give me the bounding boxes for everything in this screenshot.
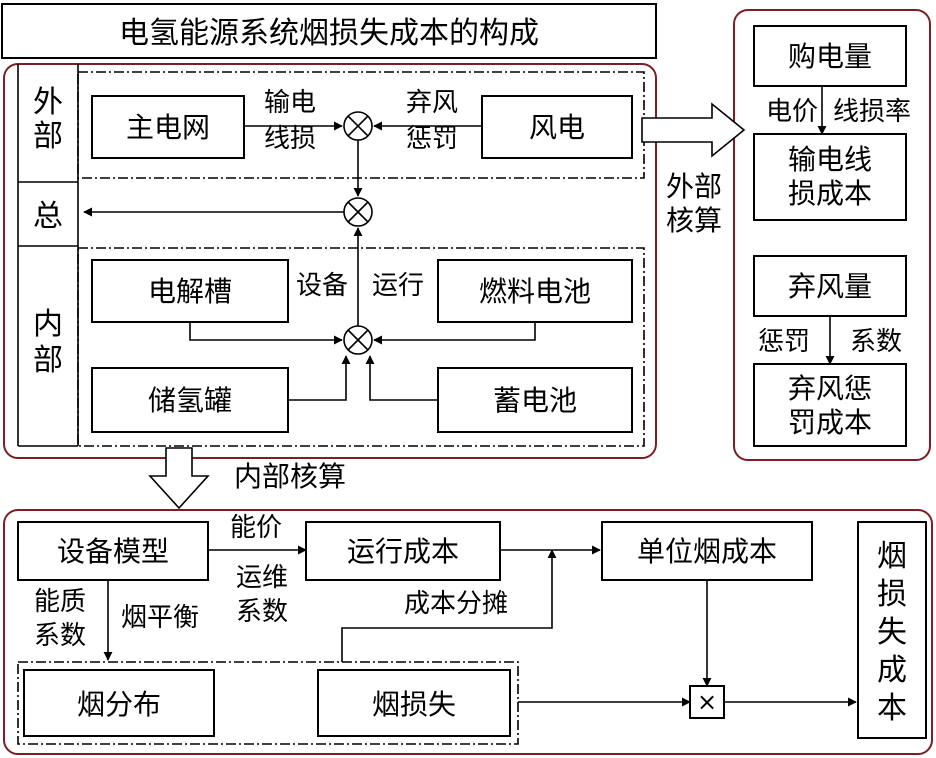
operating-cost-label: 运行成本 <box>347 535 459 568</box>
arrow-loss-to-allocation <box>341 549 557 662</box>
label-external: 外部 <box>33 85 63 154</box>
exergy-loss-cost-label: 烟损失成本 <box>877 539 907 726</box>
exergy-cost-group-frame <box>3 509 933 755</box>
unit-exergy-cost-label: 单位烟成本 <box>637 535 777 568</box>
purchase-node <box>753 25 907 87</box>
fuel-cell-label: 燃料电池 <box>479 275 591 308</box>
system-group-frame <box>3 63 657 459</box>
edge-operation: 运行 <box>372 271 424 301</box>
edge-loss-rate: 线损率 <box>833 97 911 127</box>
multiply-symbol: × <box>697 688 717 716</box>
exergy-distribution-label: 烟分布 <box>77 688 161 721</box>
exergy-loss-cost-node <box>857 521 927 739</box>
main-grid-node <box>91 95 245 159</box>
external-accounting-panel <box>733 9 931 461</box>
unit-exergy-cost-node <box>601 521 813 581</box>
electrolyzer-label: 电解槽 <box>148 275 232 308</box>
h2-tank-label: 储氢罐 <box>148 384 232 417</box>
edge-equipment: 设备 <box>296 271 348 301</box>
curtail-cost-node <box>753 363 907 447</box>
internal-dashed-frame <box>77 247 645 447</box>
exergy-loss-label: 烟损失 <box>372 688 456 721</box>
external-accounting-arrow <box>641 102 746 158</box>
electrolyzer-node <box>91 259 289 323</box>
wind-node <box>481 95 633 159</box>
edge-penalty: 惩罚 <box>758 327 810 357</box>
multiply-node-bottom <box>689 685 725 719</box>
device-model-label: 设备模型 <box>57 535 169 568</box>
arrow-tank-to-mult <box>288 355 351 401</box>
edge-price: 电价 <box>766 97 818 127</box>
curtail-qty-node <box>753 255 907 317</box>
h2-tank-node <box>91 367 289 433</box>
edge-quality-coef: 能质系数 <box>34 587 86 651</box>
exergy-distribution-node <box>23 669 215 737</box>
edge-curtailment-penalty: 弃风惩罚 <box>406 88 458 154</box>
external-accounting-label: 外部核算 <box>666 170 722 237</box>
arrow-fuelcell-to-mult <box>373 322 536 345</box>
main-grid-label: 主电网 <box>126 111 210 144</box>
multiply-node-external <box>343 111 373 141</box>
curtail-qty-label: 弃风量 <box>788 270 872 303</box>
label-internal: 内部 <box>33 307 63 378</box>
multiply-node-internal <box>343 325 373 355</box>
edge-om-coef: 运维系数 <box>236 563 288 627</box>
edge-transmission-loss: 输电线损 <box>264 88 316 154</box>
arrow-battery-to-mult <box>365 355 438 401</box>
title-box <box>1 3 657 59</box>
internal-accounting-label: 内部核算 <box>234 460 346 493</box>
edge-cost-allocation: 成本分摊 <box>404 589 508 619</box>
edge-energy-price: 能价 <box>230 513 282 543</box>
multiply-node-total <box>343 197 373 227</box>
edge-coef: 系数 <box>850 327 902 357</box>
trans-cost-node <box>753 133 907 221</box>
trans-cost-label: 输电线损成本 <box>788 143 872 210</box>
internal-accounting-arrow <box>148 447 210 510</box>
exergy-dashed-frame <box>17 661 519 745</box>
label-total: 总 <box>33 199 63 234</box>
purchase-label: 购电量 <box>788 40 872 73</box>
fuel-cell-node <box>437 259 633 323</box>
edge-exergy-balance: 烟平衡 <box>121 603 199 633</box>
exergy-loss-node <box>317 669 511 737</box>
curtail-cost-label: 弃风惩罚成本 <box>788 372 872 439</box>
arrow-electrolyzer-to-mult <box>189 322 343 345</box>
diagram-title: 电氢能源系统烟损失成本的构成 <box>119 16 539 51</box>
battery-label: 蓄电池 <box>493 384 577 417</box>
operating-cost-node <box>305 521 501 581</box>
battery-node <box>437 367 633 433</box>
device-model-node <box>17 521 209 581</box>
wind-label: 风电 <box>529 111 585 144</box>
